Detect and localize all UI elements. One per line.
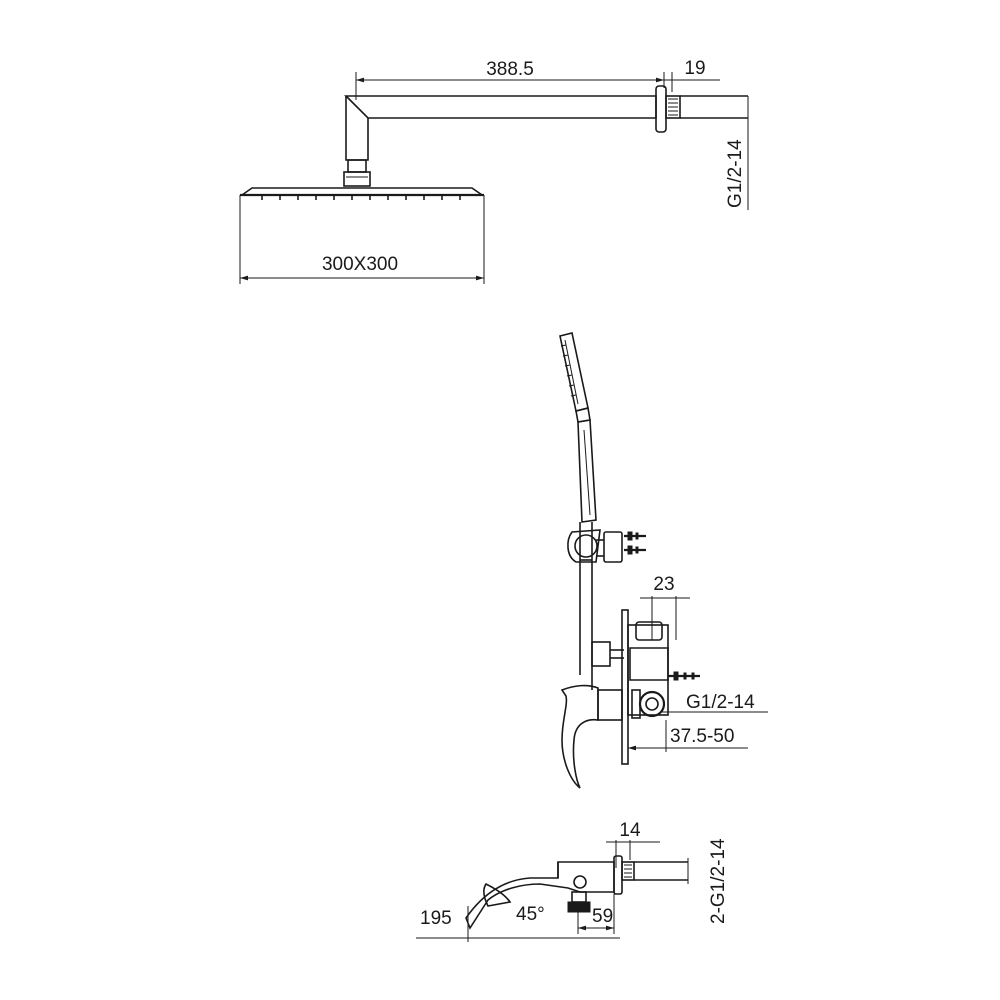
hand-shower-handle [577, 419, 597, 523]
flange-depth-label: 19 [684, 58, 705, 79]
valve-chamber [629, 647, 669, 681]
ball-joint [343, 171, 371, 187]
wall-connector [665, 95, 681, 119]
arm-nut [347, 159, 367, 173]
lever-body [597, 689, 623, 721]
shower-arm-assembly: 388.5 19 G1/2-14 [343, 58, 749, 210]
spout-angle-label: 45° [516, 904, 545, 925]
hand-shower-nozzles [560, 344, 577, 397]
mixer-valve-assembly: 23 G1/2-14 37.5-50 [560, 574, 768, 789]
wall-flange [655, 85, 667, 133]
valve-depth-label: 23 [653, 574, 674, 595]
valve-outlet-inner [645, 697, 659, 711]
shower-arm-horizontal [344, 95, 657, 119]
valve-wall-plate [621, 609, 629, 765]
diverter-knob [567, 901, 591, 913]
hand-shower-assembly [559, 332, 646, 690]
arm-thread-label: G1/2-14 [725, 139, 746, 208]
hose-connector [591, 641, 611, 667]
spout-diverter-knob [573, 875, 587, 889]
hand-shower-face [564, 339, 579, 405]
spout-wall-flange [613, 855, 623, 895]
bath-spout-assembly: 14 2-G1/2-14 45° 59 195 [416, 820, 729, 942]
connector-hatch [668, 98, 678, 116]
valve-thread-label: G1/2-14 [686, 692, 755, 713]
wall-depth-label: 37.5-50 [670, 726, 734, 747]
valve-outlet-ring [638, 690, 666, 718]
valve-fixing-screw [668, 671, 700, 681]
shower-arm-vertical [345, 96, 369, 161]
spout-flange-label: 14 [619, 820, 641, 841]
spout-thread-label: 2-G1/2-14 [708, 838, 729, 924]
spout-outlet [483, 882, 512, 907]
holder-screws [624, 531, 646, 555]
shower-head-nozzles [261, 195, 461, 200]
holder-ring [574, 534, 598, 558]
diverter-stem [571, 891, 587, 903]
holder-wall-plate [603, 531, 623, 563]
handle-line [583, 429, 591, 516]
arm-bend-line [345, 95, 369, 119]
spout-connector [621, 861, 635, 881]
mixer-lever-handle [560, 684, 599, 789]
spout-connector-hatch [624, 864, 632, 878]
spout-body [465, 861, 615, 930]
arm-length-label: 388.5 [486, 59, 534, 80]
valve-top-cap [635, 621, 663, 641]
valve-side-port [631, 689, 641, 719]
head-size-label: 300X300 [322, 254, 398, 275]
spout-reach-label: 195 [420, 908, 452, 929]
shower-head: 300X300 [239, 187, 485, 284]
spout-offset-label: 59 [592, 906, 613, 927]
hand-shower-head [559, 332, 589, 412]
